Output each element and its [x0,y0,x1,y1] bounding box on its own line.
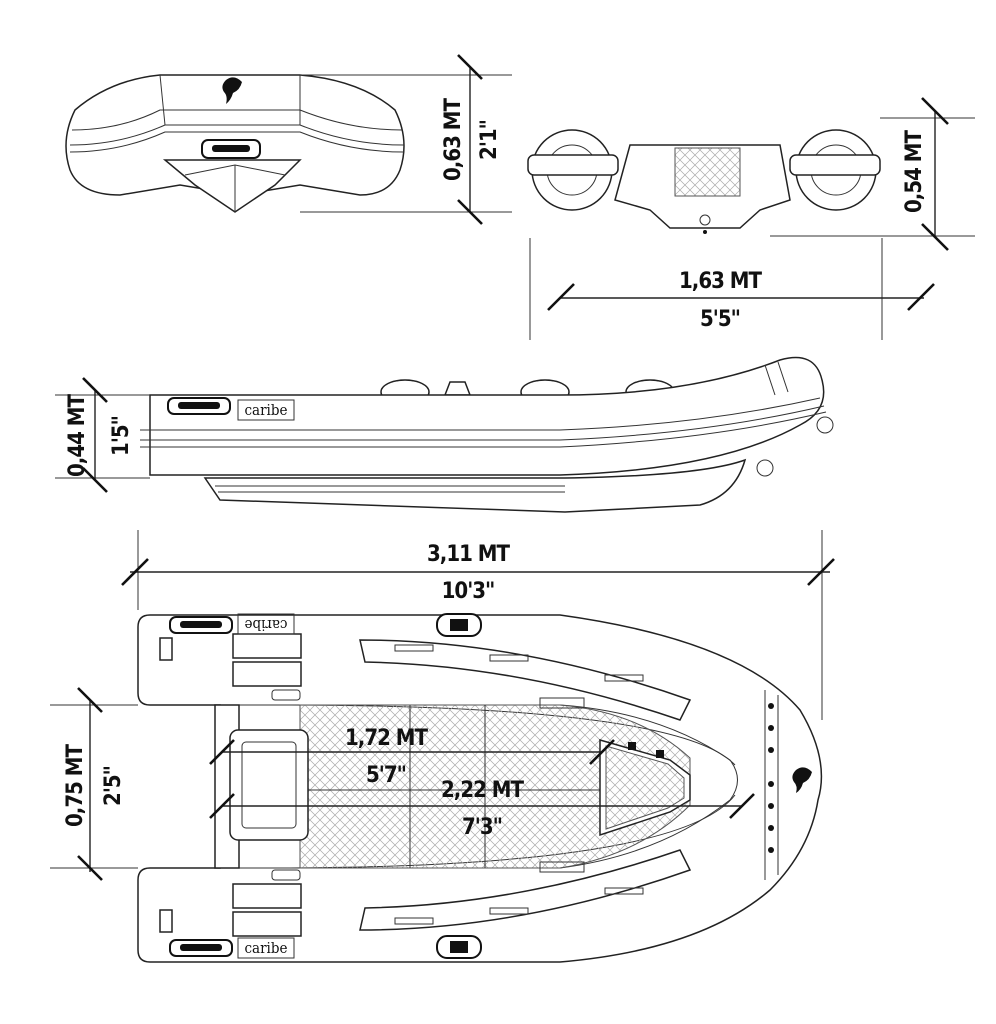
oarlock-icon [436,613,482,637]
rear-width-metric: 1,63 MT [679,269,762,294]
rear-height-metric: 0,54 MT [902,130,927,213]
top-view: 3,11 MT 10'3" [50,530,835,963]
carry-handle-icon [167,397,231,415]
oarlock-icon [436,935,482,959]
length-metric: 3,11 MT [427,542,510,567]
carry-handle-icon [169,616,233,634]
side-view: caribe 0,44 MT 1'5" [55,356,834,513]
top-brand-label-lower: caribe [245,939,288,957]
side-height-metric: 0,44 MT [65,394,90,477]
carry-handle-icon [169,939,233,957]
side-brand-label: caribe [245,401,288,419]
floor-length-imperial: 5'7" [366,763,406,788]
top-brand-label-upper: caribe [244,616,287,634]
cleat-icon [628,742,664,758]
floor-length-metric: 1,72 MT [345,726,428,751]
beam-metric: 0,75 MT [63,744,88,827]
dolphin-logo-icon [222,77,242,104]
rear-width-imperial: 5'5" [700,307,740,332]
length-imperial: 10'3" [442,579,495,604]
side-height-imperial: 1'5" [109,416,134,456]
rear-view: 0,54 MT 1,63 MT 5'5" [527,97,975,340]
front-height-metric: 0,63 MT [441,98,466,181]
dolphin-logo-icon [792,767,812,793]
front-view: 0,63 MT 2'1" [65,54,512,225]
carry-handle-icon [201,139,261,159]
front-height-imperial: 2'1" [477,120,502,160]
beam-imperial: 2'5" [101,766,126,806]
interior-length-imperial: 7'3" [462,815,502,840]
interior-length-metric: 2,22 MT [441,778,524,803]
